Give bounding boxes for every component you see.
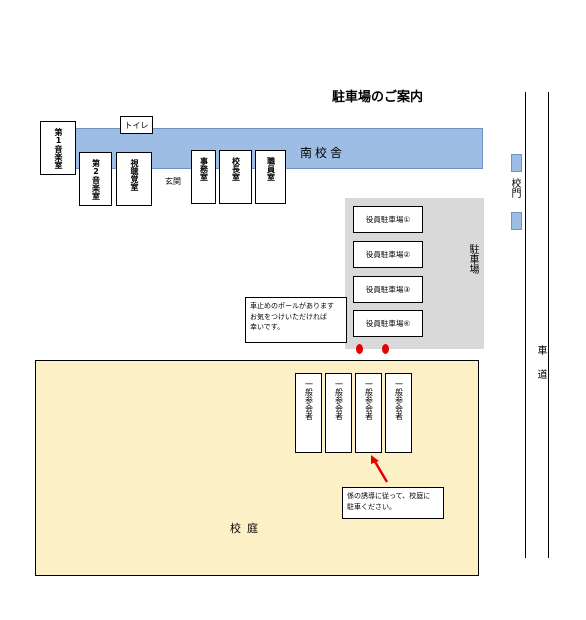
- officer-space-1: 役員駐車場①: [353, 206, 423, 233]
- school-yard-label: 校庭: [230, 522, 264, 535]
- officer-space-2: 役員駐車場②: [353, 241, 423, 268]
- music-room-1-label: 第1音楽室: [54, 128, 63, 169]
- officer-space-1-label: 役員駐車場①: [365, 215, 411, 224]
- parking-lot-label: 駐車場: [467, 244, 478, 274]
- staff-room-label: 職員室: [266, 157, 276, 181]
- av-room: 視聴覚室: [116, 152, 152, 206]
- officer-space-3: 役員駐車場③: [353, 276, 423, 303]
- road-edge-right: [548, 92, 549, 558]
- toilet-label: トイレ: [124, 120, 149, 130]
- general-space-4-label: 一般参会者: [394, 380, 404, 420]
- guide-arrow-shaft: [372, 459, 389, 483]
- pole-marker-2: [382, 344, 389, 354]
- guide-note: 係の誘導に従って、校庭に 駐車ください。: [342, 487, 444, 519]
- officer-space-3-label: 役員駐車場③: [365, 285, 411, 294]
- school-yard: [35, 360, 479, 576]
- officer-space-4-label: 役員駐車場④: [365, 319, 411, 328]
- guide-arrow: [371, 455, 389, 483]
- gate-label: 校門: [509, 178, 520, 198]
- south-building-label: 南校舎: [300, 146, 346, 160]
- officer-space-4: 役員駐車場④: [353, 310, 423, 337]
- pole-marker-1: [356, 344, 363, 354]
- principal-room: 校長室: [219, 150, 252, 204]
- music-room-2: 第2音楽室: [79, 152, 112, 206]
- music-room-1: 第1音楽室: [40, 121, 76, 175]
- general-space-3-label: 一般参会者: [364, 380, 374, 420]
- pole-note: 車止めのポールがあります お気をつけいただければ 幸いです。: [245, 297, 347, 343]
- staff-room: 職員室: [255, 150, 286, 204]
- gate-post-upper: [511, 154, 522, 172]
- general-space-2: 一般参会者: [325, 373, 352, 453]
- entrance-label: 玄関: [165, 177, 181, 186]
- officer-space-2-label: 役員駐車場②: [365, 250, 411, 259]
- road-label: 車道: [535, 345, 546, 393]
- office-room-label: 事務室: [199, 157, 209, 181]
- principal-room-label: 校長室: [231, 157, 241, 181]
- music-room-2-label: 第2音楽室: [91, 159, 101, 200]
- general-space-3: 一般参会者: [355, 373, 382, 453]
- toilet-room: トイレ: [120, 116, 153, 134]
- office-room: 事務室: [191, 150, 216, 204]
- gate-post-lower: [511, 212, 522, 230]
- av-room-label: 視聴覚室: [130, 159, 139, 191]
- page-title: 駐車場のご案内: [332, 90, 424, 105]
- road-edge-left: [525, 92, 526, 558]
- general-space-1: 一般参会者: [295, 373, 322, 453]
- general-space-4: 一般参会者: [385, 373, 412, 453]
- general-space-2-label: 一般参会者: [334, 380, 344, 420]
- general-space-1-label: 一般参会者: [304, 380, 314, 420]
- guide-arrow-head: [371, 455, 379, 464]
